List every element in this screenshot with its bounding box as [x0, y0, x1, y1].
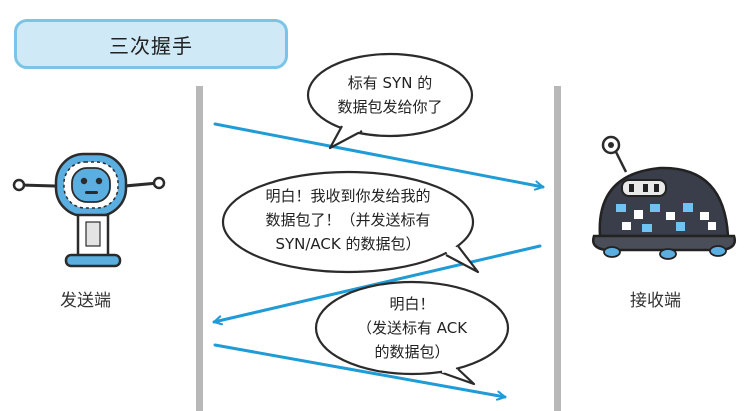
receiver-divider-line: [554, 86, 561, 411]
ack-message-line: 的数据包）: [374, 343, 450, 361]
ack-message-line: （发送标有 ACK: [356, 319, 468, 337]
receiver-robot-icon: [592, 135, 736, 260]
syn-ack-message-line: 明白！我收到你发给我的: [265, 187, 431, 205]
title-tab: 三次握手: [14, 19, 288, 69]
syn-ack-message-line: SYN/ACK 的数据包）: [275, 235, 421, 253]
sender-robot-icon: [12, 152, 166, 268]
sender-divider-line: [196, 86, 203, 411]
speech-bubble-ack: [314, 280, 510, 386]
sender-label: 发送端: [60, 291, 111, 311]
syn-message-line: 标有 SYN 的: [347, 74, 433, 92]
syn-ack-message-line: 数据包了！（并发送标有: [265, 211, 431, 229]
syn-arrow: [213, 122, 545, 187]
diagram-title: 三次握手: [109, 33, 193, 58]
ack-message-line: 明白！: [389, 295, 435, 313]
receiver-label: 接收端: [630, 291, 681, 311]
syn-message: 标有 SYN 的 数据包发给你了: [320, 71, 460, 119]
speech-bubble-syn: [306, 52, 474, 150]
ack-message: 明白！ （发送标有 ACK 的数据包）: [326, 292, 498, 364]
ack-arrow: [213, 343, 507, 397]
syn-message-line: 数据包发给你了: [337, 98, 443, 116]
speech-bubble-syn-ack: [221, 170, 480, 274]
syn-ack-message: 明白！我收到你发给我的 数据包了！（并发送标有 SYN/ACK 的数据包）: [228, 184, 468, 256]
